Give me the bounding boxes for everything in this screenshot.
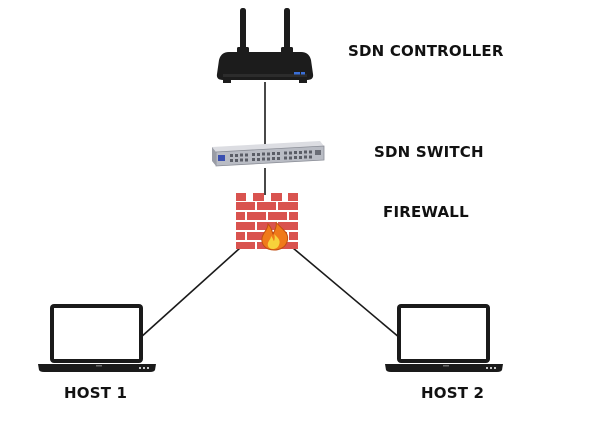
firewall-label: FIREWALL	[383, 203, 469, 221]
link-firewall-host2	[292, 247, 401, 339]
firewall-icon	[236, 193, 298, 251]
connections	[139, 82, 401, 339]
laptop-icon	[385, 304, 503, 372]
host-2-label: HOST 2	[421, 384, 485, 402]
host-1-label: HOST 1	[64, 384, 128, 402]
link-firewall-host1	[139, 247, 241, 339]
sdn-switch-label: SDN SWITCH	[374, 143, 484, 161]
network-switch-icon	[212, 141, 325, 167]
router-icon	[216, 8, 314, 83]
sdn-controller-label: SDN CONTROLLER	[348, 42, 504, 60]
laptop-icon	[38, 304, 156, 372]
